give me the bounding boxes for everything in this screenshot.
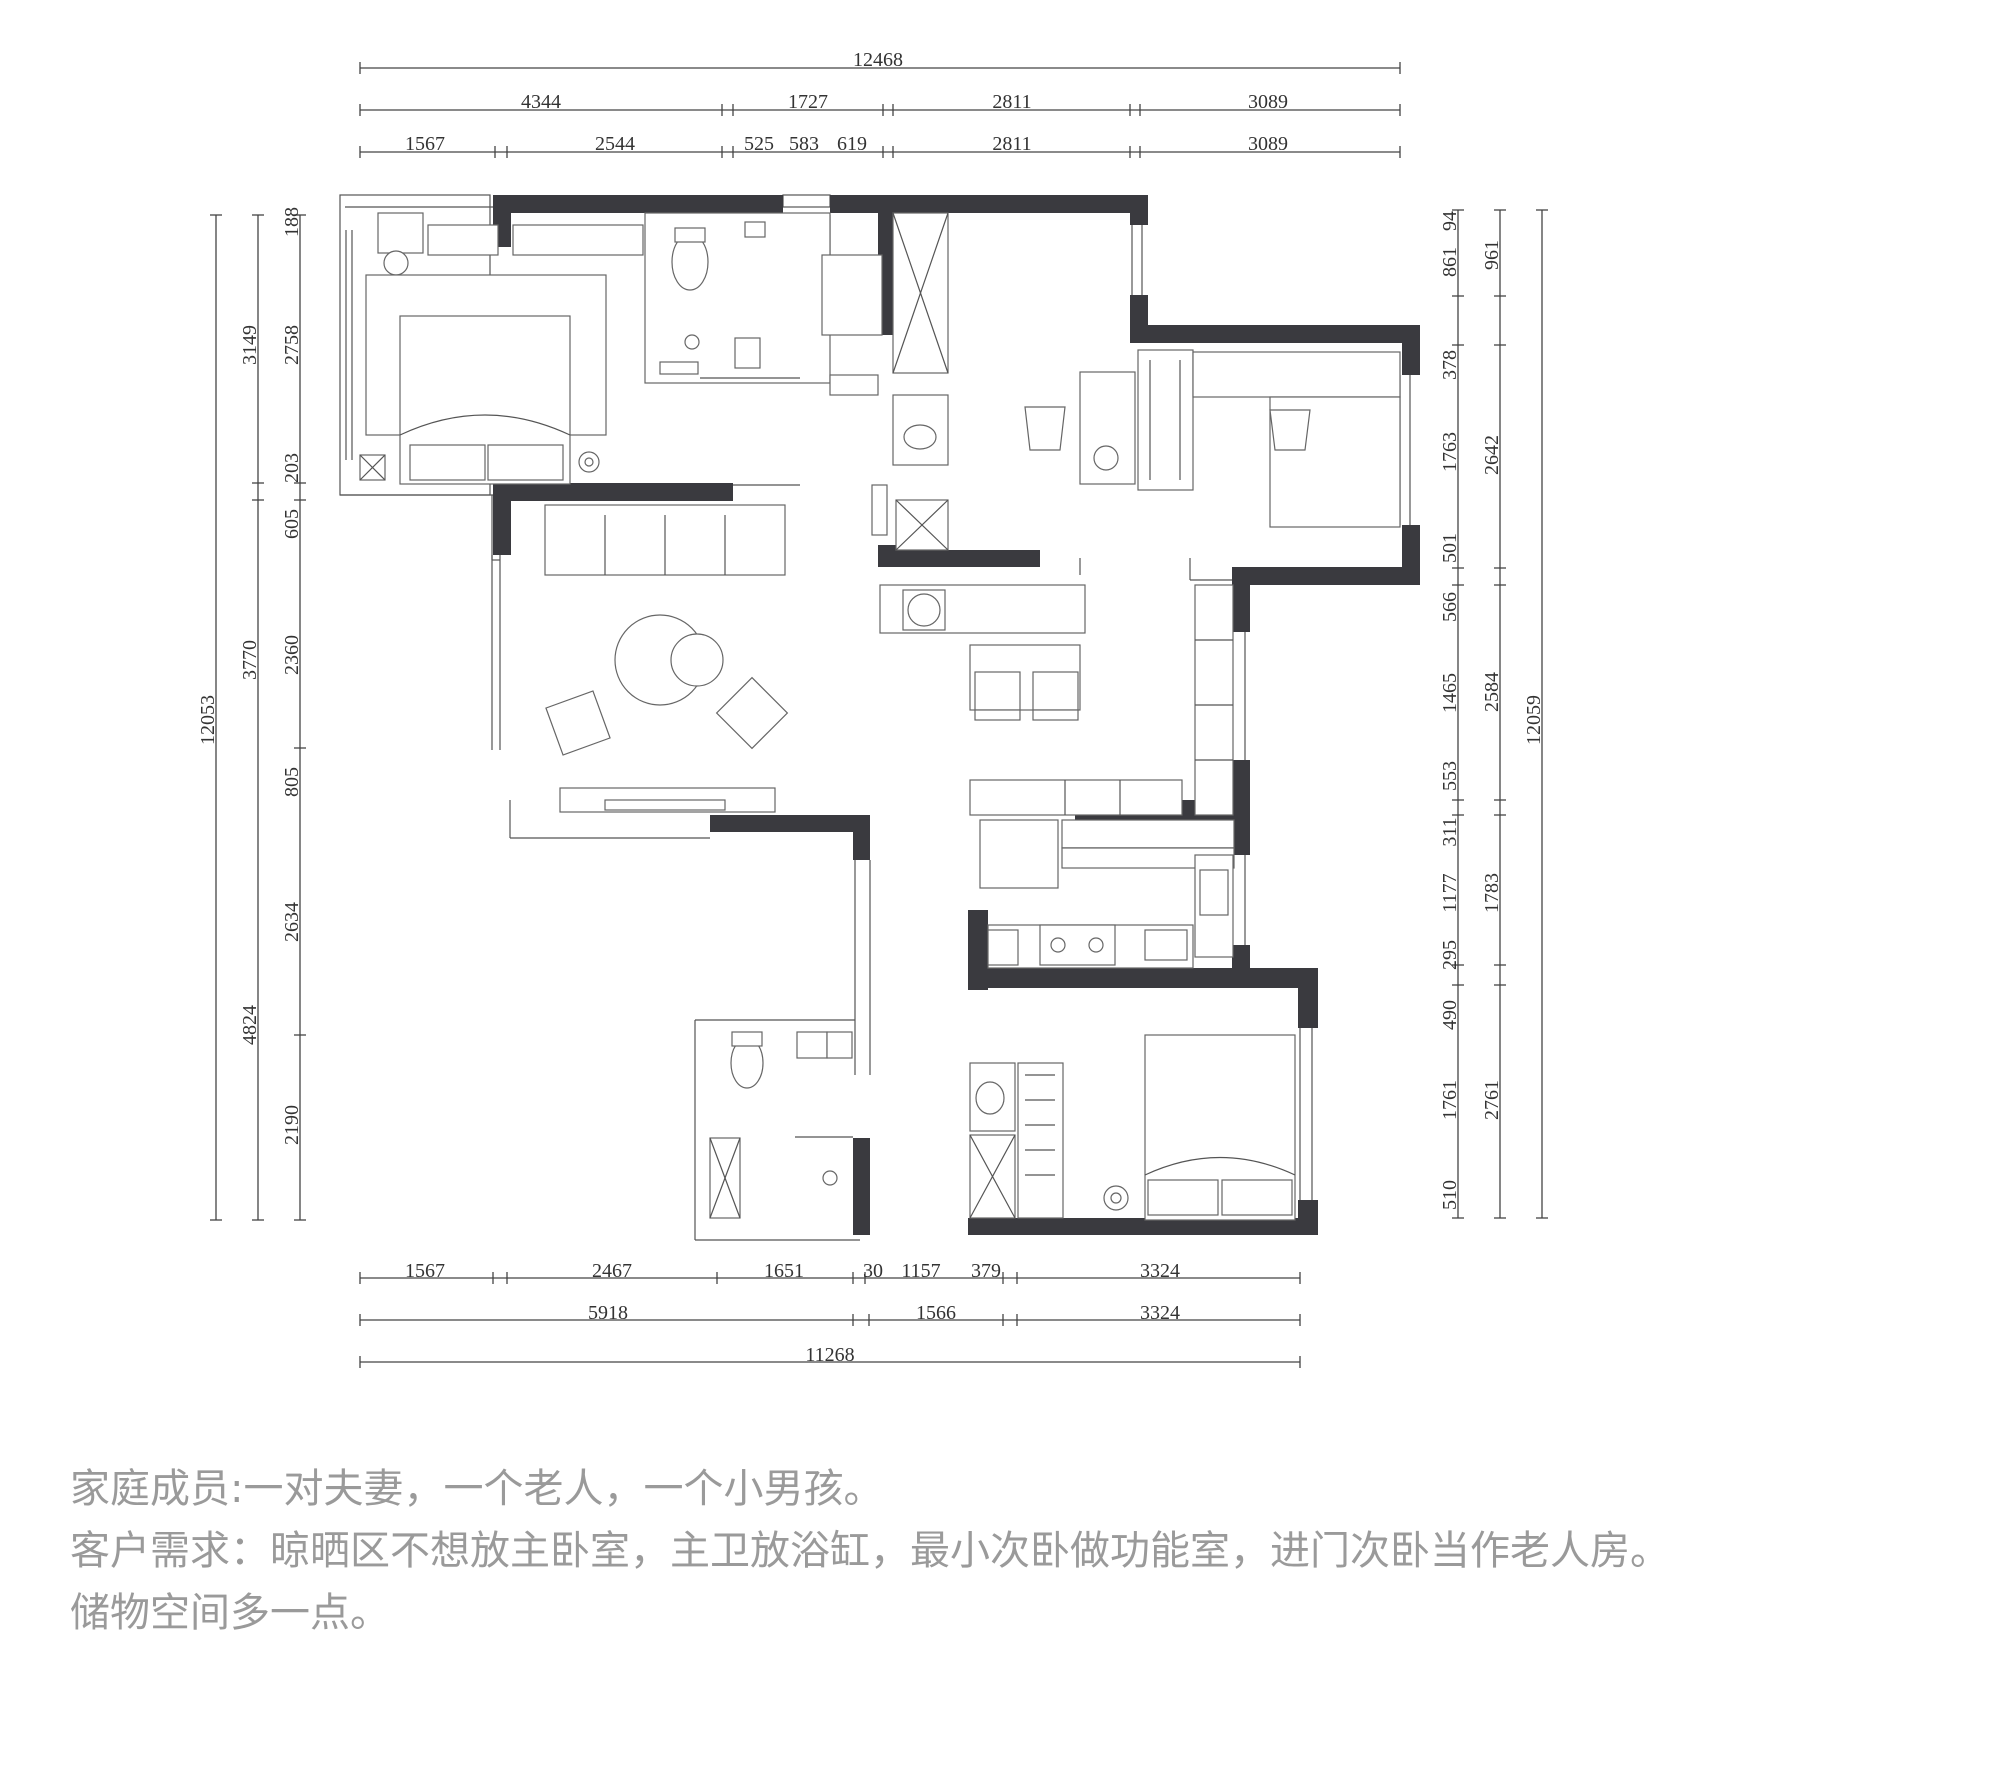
third-bedroom-furniture — [1017, 1034, 1296, 1221]
dim-right-outer: 2584 — [1481, 672, 1503, 712]
kitchen-furniture — [969, 584, 1235, 969]
dim-right-inner: 378 — [1439, 350, 1461, 380]
dim-bottom-row1: 1651 — [764, 1260, 804, 1282]
dim-top-row2: 2811 — [992, 91, 1031, 113]
dim-right-inner: 94 — [1439, 211, 1461, 231]
dim-right-outer: 2642 — [1481, 435, 1503, 475]
dim-right-outer: 961 — [1481, 240, 1503, 270]
dim-right-inner: 1177 — [1439, 873, 1461, 912]
dim-right-inner: 553 — [1439, 761, 1461, 791]
bottom-dimensions: 1567 2467 1651 30 1157 379 3324 5918 156… — [359, 1260, 1301, 1368]
dim-bottom-row1: 2467 — [592, 1260, 632, 1282]
dim-right-inner: 1465 — [1439, 673, 1461, 713]
dim-top-total: 12468 — [853, 49, 903, 71]
dim-top-row3: 583 — [789, 133, 819, 155]
dim-bottom-row1: 379 — [971, 1260, 1001, 1282]
corridor-furniture — [829, 212, 949, 551]
dim-left-inner: 188 — [281, 207, 303, 237]
dim-top-row2: 1727 — [788, 91, 828, 113]
dim-right-inner: 1763 — [1439, 432, 1461, 472]
dim-left-outer: 3149 — [239, 325, 261, 365]
dim-right-inner: 501 — [1439, 533, 1461, 563]
dim-right-inner: 295 — [1439, 940, 1461, 970]
master-bedroom-furniture — [359, 212, 644, 485]
living-room-furniture — [544, 504, 789, 813]
dim-left-inner: 605 — [281, 509, 303, 539]
dining-furniture — [879, 584, 1086, 721]
dim-right-outer: 2761 — [1481, 1080, 1503, 1120]
family-members-note: 家庭成员:一对夫妻，一个老人，一个小男孩。 — [70, 1466, 884, 1512]
dim-top-row3: 2811 — [992, 133, 1031, 155]
dim-right-inner: 566 — [1439, 592, 1461, 622]
dim-left-total: 12053 — [197, 695, 219, 745]
dim-right-inner: 311 — [1439, 817, 1461, 846]
dim-left-inner: 203 — [281, 453, 303, 483]
dim-left-outer: 3770 — [239, 640, 261, 680]
dim-right-inner: 510 — [1439, 1180, 1461, 1210]
solid-walls — [493, 195, 1420, 1235]
dim-left-outer: 4824 — [239, 1005, 261, 1045]
top-dimensions: 12468 4344 1727 2811 3089 1567 2544 525 … — [359, 49, 1401, 158]
dim-top-row2: 4344 — [521, 91, 561, 113]
dim-left-inner: 2758 — [281, 325, 303, 365]
dim-bottom-row2: 1566 — [916, 1302, 956, 1324]
dim-left-inner: 2634 — [281, 902, 303, 942]
thin-walls — [339, 194, 1411, 1241]
dim-bottom-total: 11268 — [805, 1344, 854, 1366]
dim-bottom-row1: 1157 — [901, 1260, 940, 1282]
master-bathroom-furniture — [644, 212, 883, 384]
dim-top-row3: 1567 — [405, 133, 445, 155]
dim-bottom-row2: 3324 — [1140, 1302, 1180, 1324]
second-bathroom-furniture — [969, 1062, 1016, 1219]
storage-note: 储物空间多一点。 — [70, 1590, 390, 1636]
dim-right-total: 12059 — [1523, 695, 1545, 745]
dim-bottom-row1: 1567 — [405, 1260, 445, 1282]
dim-top-row3: 525 — [744, 133, 774, 155]
dim-right-outer: 1783 — [1481, 873, 1503, 913]
client-requirements-note: 客户需求：晾晒区不想放主卧室，主卫放浴缸，最小次卧做功能室，进门次卧当作老人房。 — [70, 1528, 1670, 1574]
dim-right-inner: 861 — [1439, 247, 1461, 277]
dim-top-row3: 3089 — [1248, 133, 1288, 155]
dim-bottom-row2: 5918 — [588, 1302, 628, 1324]
dim-left-inner: 2190 — [281, 1105, 303, 1145]
dim-top-row3: 2544 — [595, 133, 635, 155]
dim-left-inner: 2360 — [281, 635, 303, 675]
left-dimensions: 12053 3149 3770 4824 188 2758 203 605 23… — [197, 207, 306, 1221]
guest-bathroom-furniture — [709, 1031, 853, 1219]
dim-right-inner: 490 — [1439, 1000, 1461, 1030]
dim-bottom-row1: 3324 — [1140, 1260, 1180, 1282]
dim-top-row3: 619 — [837, 133, 867, 155]
study-furniture — [1024, 349, 1194, 491]
second-bedroom-furniture — [1192, 351, 1401, 528]
right-dimensions: 861 94 378 1763 501 566 1465 553 311 117… — [1439, 209, 1548, 1219]
dim-left-inner: 805 — [281, 767, 303, 797]
client-notes: 家庭成员:一对夫妻，一个老人，一个小男孩。 客户需求：晾晒区不想放主卧室，主卫放… — [70, 1458, 1970, 1644]
dim-bottom-row1: 30 — [863, 1260, 883, 1282]
dim-top-row2: 3089 — [1248, 91, 1288, 113]
dim-right-inner: 1761 — [1439, 1080, 1461, 1120]
